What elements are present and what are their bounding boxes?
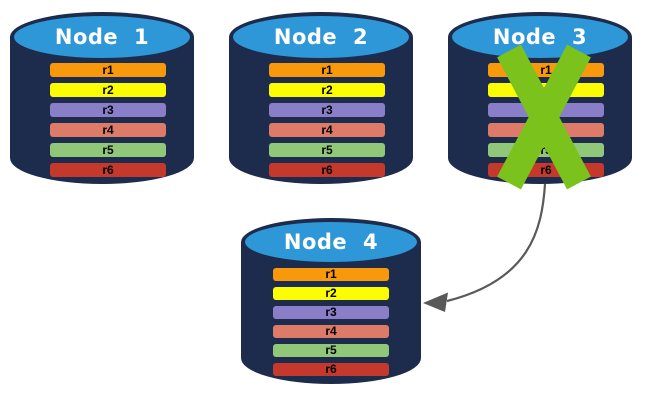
- failover-arrow-curve: [446, 183, 547, 303]
- node-1-title: Node 1: [54, 25, 150, 49]
- node-4: Node 4 r1 r2 r3 r4 r5 r6: [241, 218, 421, 384]
- replica-row-r1: r1: [273, 268, 389, 281]
- node-4-title: Node 4: [283, 230, 379, 254]
- replica-row-r2: r2: [273, 287, 389, 300]
- node-4-replica-rows: r1 r2 r3 r4 r5 r6: [273, 268, 389, 382]
- node-2-cylinder-top: [229, 12, 413, 62]
- replica-row-r1: r1: [488, 63, 604, 77]
- node-3-replica-rows: r1 r2 r3 r4 r5 r6: [488, 63, 604, 183]
- replica-row-r6: r6: [269, 163, 385, 177]
- replica-row-r3: r3: [273, 306, 389, 319]
- replica-row-r5: r5: [269, 143, 385, 157]
- failover-arrow-head-icon: [423, 292, 448, 312]
- replica-row-r4: r4: [50, 123, 166, 137]
- node-3: Node 3 r1 r2 r3 r4 r5 r6: [448, 12, 632, 190]
- replica-row-r4: r4: [273, 325, 389, 338]
- replica-row-r5: r5: [50, 143, 166, 157]
- node-1-cylinder-top: [10, 12, 194, 62]
- replica-row-r2: r2: [50, 83, 166, 97]
- replica-row-r1: r1: [269, 63, 385, 77]
- replica-row-r3: r3: [269, 103, 385, 117]
- replica-row-r2: r2: [488, 83, 604, 97]
- replica-row-r3: r3: [50, 103, 166, 117]
- replica-row-r2: r2: [269, 83, 385, 97]
- replica-row-r5: r5: [273, 344, 389, 357]
- node-3-title: Node 3: [492, 25, 588, 49]
- replica-row-r1: r1: [50, 63, 166, 77]
- node-2-title: Node 2: [273, 25, 369, 49]
- replica-row-r4: r4: [488, 123, 604, 137]
- node-1: Node 1 r1 r2 r3 r4 r5 r6: [10, 12, 194, 184]
- node-2-replica-rows: r1 r2 r3 r4 r5 r6: [269, 63, 385, 183]
- node-2: Node 2 r1 r2 r3 r4 r5 r6: [229, 12, 413, 184]
- replica-row-r4: r4: [269, 123, 385, 137]
- replica-row-r6: r6: [273, 363, 389, 376]
- replica-row-r6: r6: [50, 163, 166, 177]
- replica-row-r6: r6: [488, 163, 604, 177]
- node-4-cylinder-top: [241, 218, 421, 266]
- replica-row-r3: r3: [488, 103, 604, 117]
- node-1-replica-rows: r1 r2 r3 r4 r5 r6: [50, 63, 166, 183]
- replica-row-r5: r5: [488, 143, 604, 157]
